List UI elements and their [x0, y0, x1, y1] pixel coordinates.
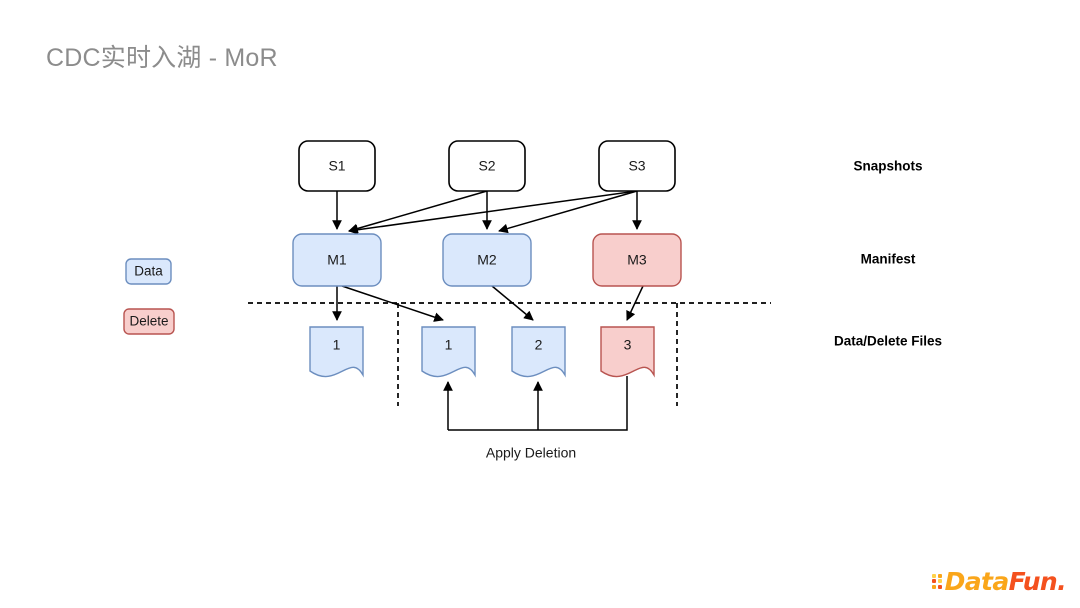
file-shape-2: [511, 326, 566, 378]
legend-item-data[interactable]: Data: [125, 258, 172, 285]
snapshot-label-s3: S3: [628, 158, 645, 174]
file-node-3[interactable]: 3: [600, 326, 655, 378]
snapshot-label-s1: S1: [328, 158, 345, 174]
edge-s3-m2: [498, 190, 638, 234]
file-node-2[interactable]: 2: [511, 326, 566, 378]
snapshot-node-s3[interactable]: S3: [598, 140, 676, 192]
edge-s3-m1: [348, 190, 638, 235]
apply-deletion-label: Apply Deletion: [486, 445, 576, 461]
manifest-label-m3: M3: [627, 252, 647, 268]
legend-swatch-data: [125, 258, 172, 285]
files-row: 1 1 2 3: [309, 326, 655, 378]
snapshot-label-s2: S2: [478, 158, 495, 174]
manifest-node-m1[interactable]: M1: [292, 233, 382, 287]
apply-deletion-connector: Apply Deletion: [443, 376, 628, 461]
file-label-3: 3: [624, 337, 632, 353]
snapshot-box-s2: [448, 140, 526, 192]
manifest-box-m3: [592, 233, 682, 287]
partition-dividers: [248, 302, 771, 406]
page-title: CDC实时入湖 - MoR: [46, 44, 278, 72]
snapshot-node-s1[interactable]: S1: [298, 140, 376, 192]
file-node-1a[interactable]: 1: [309, 326, 364, 378]
file-shape-1a: [309, 326, 364, 378]
legend-swatch-delete: [123, 308, 175, 335]
logo-wordmark: DataFun.: [944, 566, 1067, 596]
logo-dots-icon: [932, 573, 942, 589]
manifest-node-m3[interactable]: M3: [592, 233, 682, 287]
logo-text-fun: Fun.: [1008, 566, 1067, 596]
file-shape-1b: [421, 326, 476, 378]
file-label-2: 2: [535, 337, 543, 353]
file-label-1a: 1: [333, 337, 341, 353]
legend-label-data: Data: [134, 264, 163, 279]
file-label-1b: 1: [445, 337, 453, 353]
row-label-manifest: Manifest: [861, 252, 916, 267]
snapshot-box-s1: [298, 140, 376, 192]
manifests-row: M1 M2 M3: [292, 233, 682, 287]
legend-item-delete[interactable]: Delete: [123, 308, 175, 335]
file-node-1b[interactable]: 1: [421, 326, 476, 378]
row-labels: Snapshots Manifest Data/Delete Files: [834, 159, 942, 349]
edges-manifest-to-file: [332, 285, 644, 322]
snapshot-box-s3: [598, 140, 676, 192]
snapshot-node-s2[interactable]: S2: [448, 140, 526, 192]
legend: Data Delete: [123, 258, 175, 335]
manifest-box-m2: [442, 233, 532, 287]
edge-s2-m1: [348, 190, 488, 234]
datafun-logo: DataFun.: [932, 566, 1067, 596]
manifest-box-m1: [292, 233, 382, 287]
manifest-node-m2[interactable]: M2: [442, 233, 532, 287]
snapshots-row: S1 S2 S3: [298, 140, 676, 192]
manifest-label-m2: M2: [477, 252, 497, 268]
row-label-data-delete-files: Data/Delete Files: [834, 334, 942, 349]
logo-text-data: Data: [944, 566, 1010, 596]
row-label-snapshots: Snapshots: [853, 159, 922, 174]
edges-snapshot-to-manifest: [332, 190, 642, 235]
apply-deletion-bracket: [448, 376, 628, 431]
manifest-label-m1: M1: [327, 252, 347, 268]
file-shape-3: [600, 326, 655, 378]
legend-label-delete: Delete: [129, 314, 168, 329]
